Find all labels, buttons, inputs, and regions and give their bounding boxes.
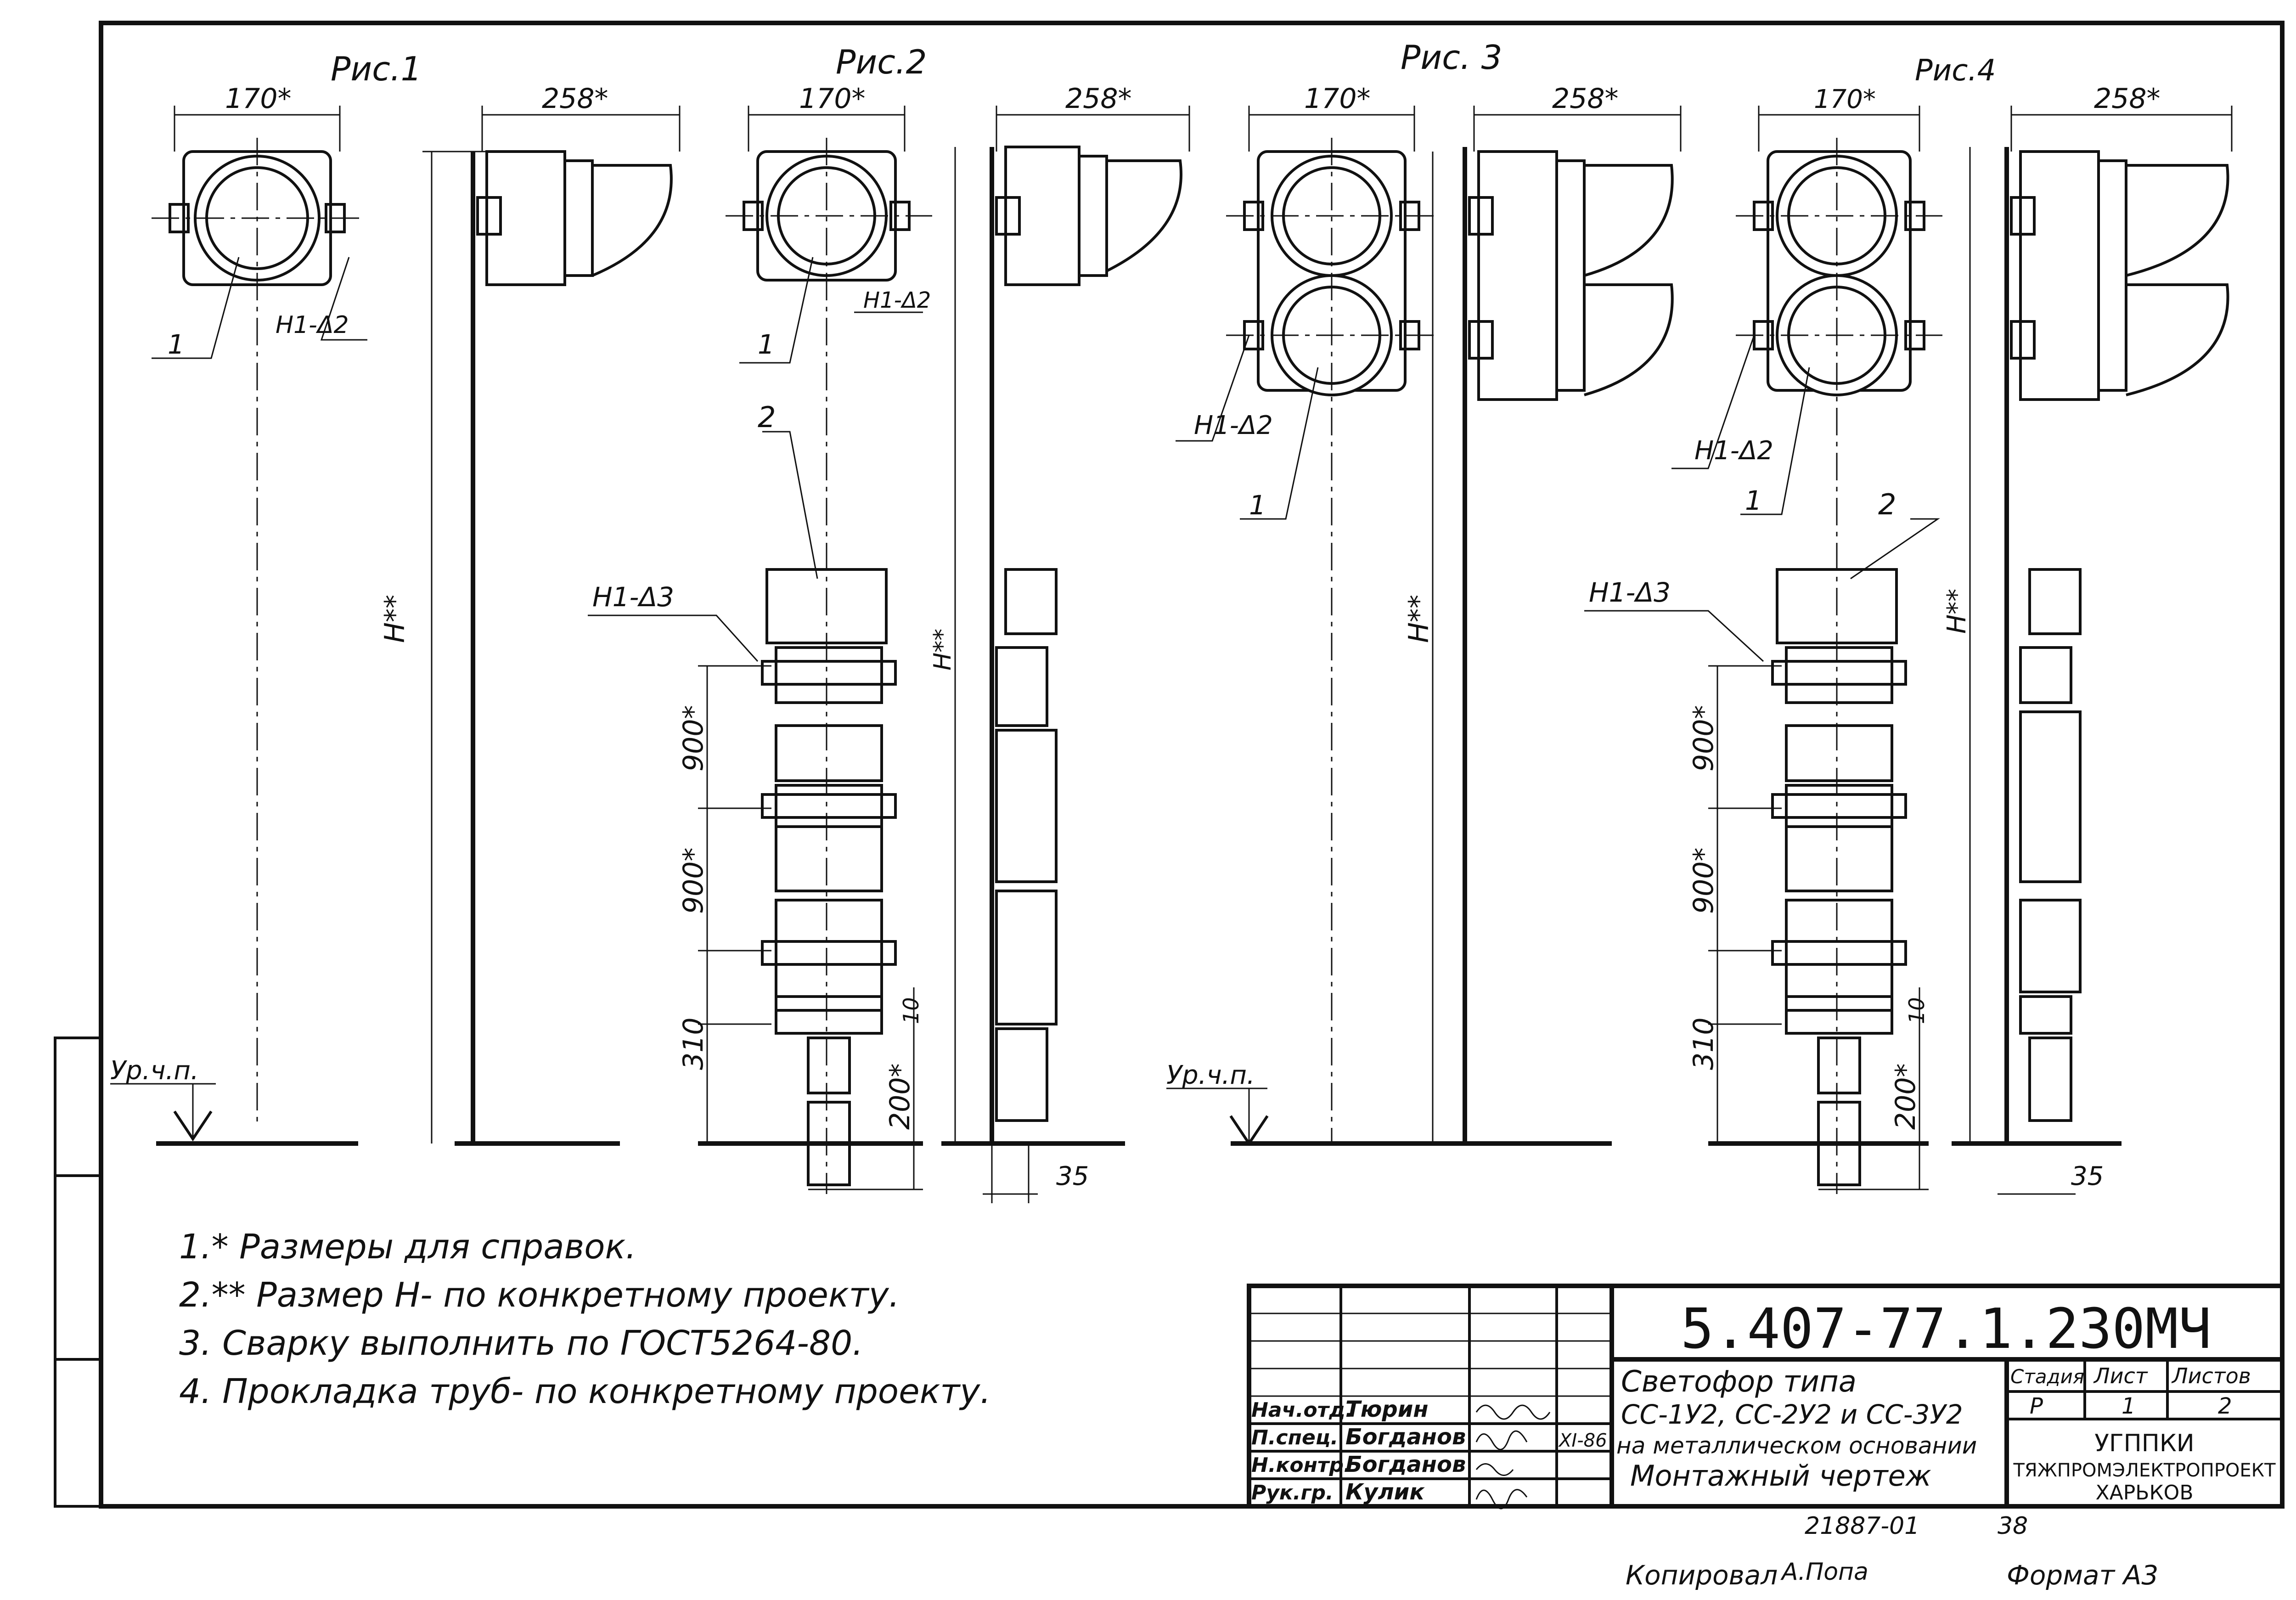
- signature-mark-1: [1475, 1404, 1551, 1420]
- figure-2-junction-box: [765, 568, 888, 644]
- signature-mark-2: [1475, 1430, 1528, 1450]
- copied-by-sign: А.Попа: [1780, 1558, 1868, 1586]
- sig-name-1: Тюрин: [1345, 1397, 1429, 1422]
- title-line-3: на металлическом основании: [1616, 1432, 1977, 1459]
- figure-4-callout-h1d2: H1-Δ2: [1694, 436, 1773, 466]
- title-line-1: Светофор типа: [1621, 1365, 1857, 1399]
- sheets-header: Листов: [2171, 1363, 2251, 1388]
- figure-1-callout-h1d2: H1-Δ2: [276, 311, 349, 339]
- note-1: 1.* Размеры для справок.: [179, 1227, 636, 1267]
- sig-role-1: Нач.отд.: [1251, 1398, 1353, 1422]
- figure-3-callout-1: 1: [1249, 490, 1266, 521]
- title-line-2: СС-1У2, СС-2У2 и СС-3У2: [1621, 1399, 1963, 1430]
- figure-2-vdim-5: 200*: [884, 1063, 916, 1130]
- signature-mark-3: [1475, 1463, 1514, 1476]
- figure-4-vdim-2: 900*: [1688, 847, 1720, 914]
- sig-role-3: Н.контр.: [1251, 1454, 1351, 1477]
- figure-4-dim-side: 258*: [2094, 83, 2161, 115]
- doc-code: 5.407-77.1.230МЧ: [1681, 1297, 2212, 1361]
- format-label: Формат А3: [2007, 1560, 2158, 1591]
- figure-4-label: Рис.4: [1915, 54, 1996, 88]
- figure-1-label: Рис.1: [331, 50, 422, 88]
- figure-3: Рис. 3 170* H1-Δ2 1 Ур.ч.п.: [1166, 38, 1502, 1146]
- figure-4-vdim-4: 10: [1904, 997, 1929, 1024]
- figure-2-callout-h1d2: H1-Δ2: [863, 287, 931, 313]
- figure-1-ground-label: Ур.ч.п.: [110, 1056, 199, 1086]
- figure-2-label: Рис.2: [836, 43, 927, 81]
- figure-2-side-view: 258* H** 35: [929, 83, 1190, 1203]
- sig-name-2: Богданов: [1345, 1424, 1466, 1450]
- figure-3-dim-side: 258*: [1552, 83, 1619, 115]
- figure-2-callout-1: 1: [758, 329, 775, 360]
- inventory-number: 21887-01: [1805, 1512, 1919, 1540]
- sheets-value: 2: [2218, 1393, 2232, 1419]
- figure-2-dim-bottom: 35: [1056, 1161, 1089, 1191]
- note-2: 2.** Размер H- по конкретному проекту.: [179, 1275, 900, 1315]
- figure-4-callout-1: 1: [1745, 485, 1762, 516]
- drawing-frame: [99, 21, 2285, 1509]
- stage-value: Р: [2030, 1393, 2043, 1419]
- figure-4-dim-bottom: 35: [2071, 1161, 2104, 1191]
- notes: 1.* Размеры для справок. 2.** Размер H- …: [179, 1227, 991, 1411]
- figure-2-dim-width: 170*: [799, 83, 866, 115]
- note-4: 4. Прокладка труб- по конкретному проект…: [179, 1372, 991, 1411]
- binding-strip: [54, 1037, 102, 1508]
- org-line-3: ХАРЬКОВ: [2095, 1481, 2193, 1504]
- figure-3-side-view: 258* H**: [1403, 83, 1682, 1146]
- sheet-header: Лист: [2093, 1363, 2148, 1388]
- copied-by-label: Копировал: [1626, 1560, 1778, 1591]
- figure-1-side-view: 258* H**: [379, 83, 681, 1146]
- figure-3-dim-height: H**: [1403, 595, 1435, 643]
- figure-2-callout-h1d3: H1-Δ3: [592, 581, 674, 613]
- figure-1-dim-height: H**: [379, 595, 411, 643]
- page-number: 38: [1998, 1512, 2028, 1540]
- figure-1: Рис.1 170* 1 H1-Δ2 Ур.ч.п.: [110, 50, 422, 1146]
- figure-2-callout-2: 2: [758, 400, 776, 434]
- note-3: 3. Сварку выполнить по ГОСТ5264-80.: [179, 1324, 863, 1363]
- figure-2-vdim-1: 900*: [677, 705, 709, 772]
- figure-3-dim-width: 170*: [1304, 83, 1371, 115]
- figure-2-dim-side: 258*: [1065, 83, 1132, 115]
- figure-2-vdim-2: 900*: [677, 847, 709, 914]
- org-line-2: ТЯЖПРОМЭЛЕКТРОПРОЕКТ: [2013, 1460, 2276, 1481]
- sig-name-4: Кулик: [1345, 1479, 1425, 1505]
- figure-4-side-view: 258* H** 35: [1942, 83, 2233, 1195]
- figure-3-callout-h1d2: H1-Δ2: [1194, 411, 1273, 440]
- figure-4: Рис.4 170* H1-Δ2 1 2 H1-Δ3: [1584, 54, 1996, 1194]
- signature-mark-4: [1475, 1489, 1528, 1510]
- sig-name-3: Богданов: [1345, 1452, 1466, 1477]
- figure-1-dim-width: 170*: [225, 83, 292, 115]
- figure-4-vdim-5: 200*: [1890, 1063, 1922, 1130]
- figure-3-ground-label: Ур.ч.п.: [1166, 1060, 1255, 1090]
- figure-3-label: Рис. 3: [1401, 38, 1502, 77]
- org-line-1: УГППКИ: [2094, 1430, 2194, 1457]
- figure-2-dim-height: H**: [929, 629, 957, 670]
- figure-1-callout-1: 1: [168, 329, 185, 360]
- title-line-4: Монтажный чертеж: [1630, 1459, 1931, 1493]
- figure-4-vdim-3: 310: [1688, 1017, 1720, 1070]
- figure-1-dim-side: 258*: [542, 83, 608, 115]
- figure-4-callout-2: 2: [1878, 488, 1896, 521]
- figure-4-callout-h1d3: H1-Δ3: [1589, 577, 1671, 608]
- title-block: Нач.отд. Тюрин П.спец. Богданов Н.контр.…: [1247, 1284, 2285, 1510]
- figure-4-dim-height: H**: [1942, 589, 1972, 634]
- figure-2-vdim-3: 310: [677, 1017, 709, 1070]
- figure-2: Рис.2 170* 1 H1-Δ2 2 H1-Δ3: [588, 43, 932, 1194]
- sheet-value: 1: [2122, 1393, 2136, 1419]
- stage-header: Стадия: [2010, 1365, 2084, 1388]
- figure-4-dim-width: 170*: [1814, 85, 1876, 114]
- figure-4-vdim-1: 900*: [1688, 705, 1720, 772]
- footer: 21887-01 38 Копировал А.Попа Формат А3: [1626, 1512, 2158, 1591]
- sig-role-4: Рук.гр.: [1251, 1481, 1334, 1504]
- sig-date: XI-86: [1558, 1430, 1607, 1451]
- sig-role-2: П.спец.: [1251, 1426, 1338, 1449]
- figure-2-vdim-4: 10: [899, 997, 923, 1024]
